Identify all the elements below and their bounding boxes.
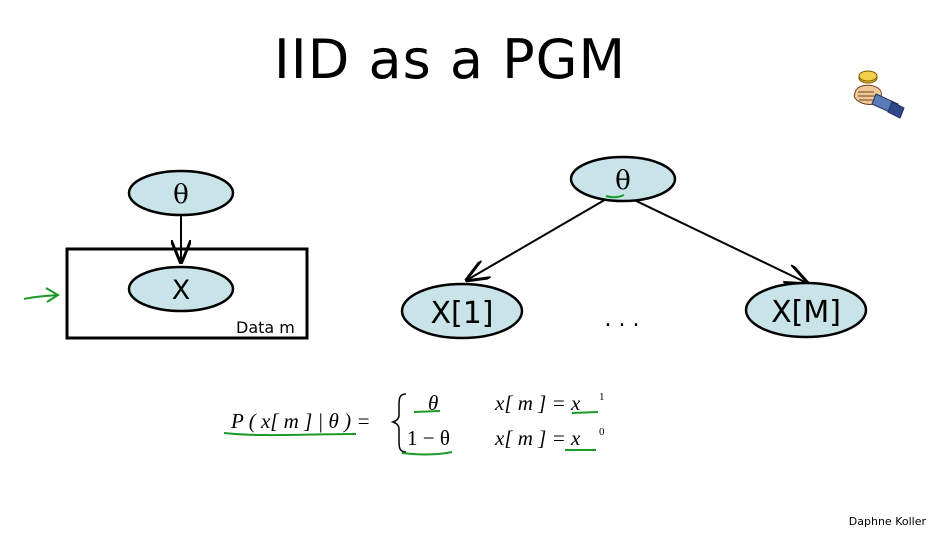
equation: P ( x[ m ] | θ ) = θ x[ m ] = x 1 1 − θ … [223, 391, 605, 456]
author-credit: Daphne Koller [848, 515, 926, 528]
x1-label: X[1] [430, 296, 493, 331]
left-theta-node [127, 169, 235, 217]
case1-x-underline [571, 411, 599, 414]
lhs-underline-annotation [223, 432, 357, 437]
theta-underline-annotation [605, 194, 625, 199]
xm-label: X[M] [771, 295, 841, 330]
case2-superscript: 0 [599, 426, 605, 438]
left-theta-label: θ [173, 180, 189, 210]
x1-node [400, 282, 524, 340]
slide-title: IID as a PGM [273, 28, 627, 91]
case1-superscript: 1 [599, 391, 605, 403]
case1-value: θ [428, 391, 438, 415]
plate-label: Data m [236, 318, 295, 337]
edge-to-xm [629, 197, 807, 283]
edge-to-x1 [467, 197, 609, 280]
equation-lhs: P ( x[ m ] | θ ) = [230, 409, 371, 433]
left-diagram: θ X Data m [23, 169, 309, 340]
coin-flip-hand-icon [853, 70, 905, 119]
case1-condition: x[ m ] = x [494, 391, 581, 415]
case1-underline-annotation [413, 410, 441, 413]
green-arrow-icon [23, 287, 60, 303]
left-x-node [127, 265, 235, 313]
case-brace [390, 393, 407, 453]
xm-node [744, 281, 868, 339]
case2-condition: x[ m ] = x [494, 426, 581, 450]
right-theta-node [569, 155, 677, 203]
left-x-label: X [172, 275, 191, 306]
right-diagram: θ X[1] . . . X[M] [400, 155, 868, 340]
case2-underline-annotation [401, 451, 453, 456]
ellipsis: . . . [605, 307, 640, 332]
case2-value: 1 − θ [407, 426, 450, 450]
right-theta-label: θ [615, 166, 631, 196]
